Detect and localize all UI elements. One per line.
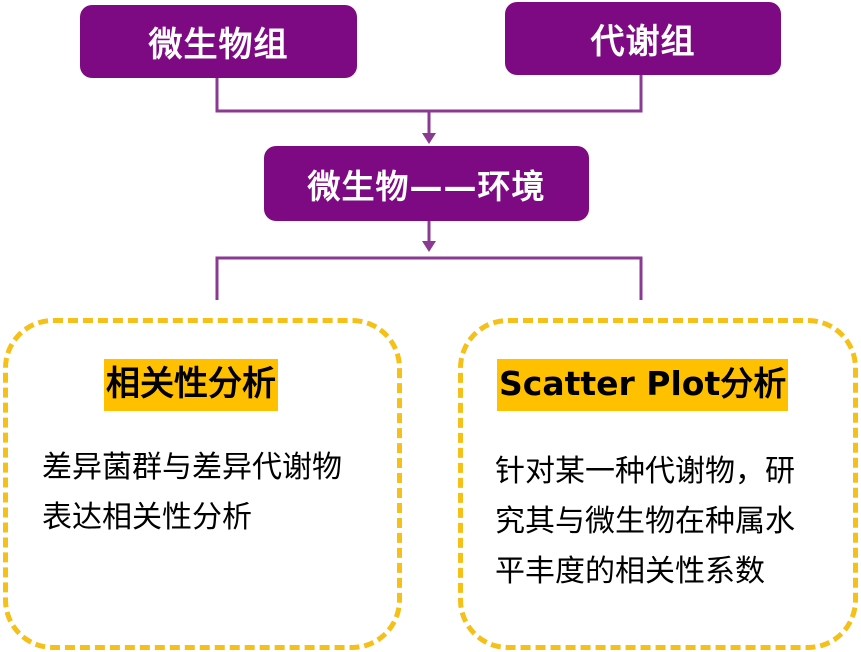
panel-scatter-line: 究其与微生物在种属水 <box>495 504 795 539</box>
panel-correlation-line: 表达相关性分析 <box>42 500 252 535</box>
arrowhead-to-env <box>422 133 436 144</box>
panel-correlation-text: 差异菌群与差异代谢物 表达相关性分析 <box>42 443 342 543</box>
node-metabolome: 代谢组 <box>505 2 781 75</box>
node-metabolome-label: 代谢组 <box>590 22 696 62</box>
panel-correlation-analysis: 相关性分析 差异菌群与差异代谢物 表达相关性分析 <box>3 318 402 650</box>
split-connector <box>215 256 643 300</box>
panel-scatter-line: 平丰度的相关性系数 <box>495 554 765 589</box>
panel-scatter-line: 针对某一种代谢物，研 <box>495 454 795 489</box>
node-microbe-environment: 微生物——环境 <box>264 146 589 221</box>
panel-scatter-plot-analysis: Scatter Plot分析 针对某一种代谢物，研 究其与微生物在种属水 平丰度… <box>458 318 858 650</box>
node-microbiome-label: 微生物组 <box>148 25 289 65</box>
panel-correlation-title: 相关性分析 <box>104 359 278 411</box>
arrowhead-to-split <box>422 241 436 252</box>
node-microbe-environment-label: 微生物——环境 <box>307 166 546 206</box>
panel-scatter-title: Scatter Plot分析 <box>497 359 789 411</box>
panel-scatter-text: 针对某一种代谢物，研 究其与微生物在种属水 平丰度的相关性系数 <box>495 447 795 597</box>
node-microbiome: 微生物组 <box>80 5 357 78</box>
panel-correlation-line: 差异菌群与差异代谢物 <box>42 450 342 485</box>
merge-connector <box>215 75 643 113</box>
